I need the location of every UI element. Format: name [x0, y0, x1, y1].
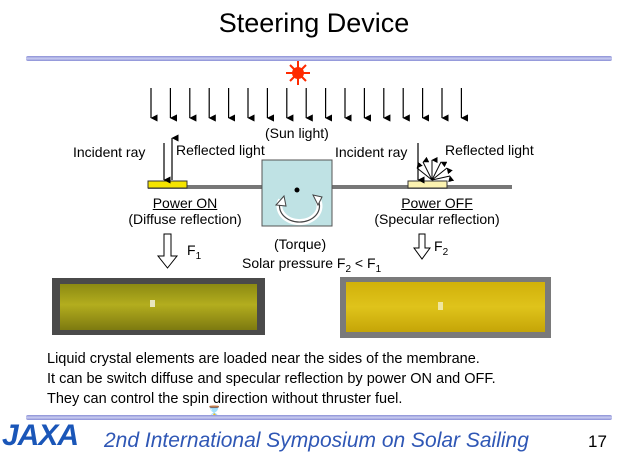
force-f2-label: F2 — [434, 238, 449, 258]
description-line: It can be switch diffuse and specular re… — [47, 371, 496, 387]
power-off-photo — [340, 277, 551, 338]
right-liquid-crystal-element — [407, 180, 448, 189]
right-reflected-label: Reflected light — [445, 142, 534, 158]
sun-light-label: (Sun light) — [265, 125, 329, 141]
top-divider — [26, 56, 612, 61]
right-scattered-arrows — [416, 156, 455, 183]
power-off-label: Power OFF — [401, 195, 473, 211]
force-arrow-f2 — [413, 233, 431, 260]
bottom-divider — [26, 415, 612, 420]
solar-pressure-label: Solar pressure F2 < F1 — [242, 255, 382, 275]
sun-icon — [286, 61, 310, 85]
force-f1-label: F1 — [187, 242, 202, 262]
left-liquid-crystal-element — [147, 180, 188, 189]
specular-reflection-label: (Specular reflection) — [374, 211, 500, 227]
right-incident-label: Incident ray — [335, 144, 408, 160]
torque-label: (Torque) — [274, 236, 327, 252]
power-on-label: Power ON — [152, 195, 218, 211]
description-line: They can control the spin direction with… — [47, 391, 403, 407]
center-dot — [294, 187, 300, 193]
torque-arrow-icon — [274, 194, 323, 226]
page-number: 17 — [588, 432, 607, 451]
description: Liquid crystal elements are loaded near … — [47, 349, 496, 409]
description-line: Liquid crystal elements are loaded near … — [47, 351, 480, 367]
page-title: Steering Device — [218, 8, 410, 38]
force-arrow-f1 — [156, 233, 179, 269]
left-power-block: Power ON (Diffuse reflection) — [110, 195, 260, 227]
steering-diagram — [147, 61, 512, 269]
diffuse-reflection-label: (Diffuse reflection) — [128, 211, 242, 227]
jaxa-logo: JAXA — [2, 419, 79, 452]
symposium-title: 2nd International Symposium on Solar Sai… — [104, 429, 529, 452]
left-incident-label: Incident ray — [73, 144, 146, 160]
right-power-block: Power OFF (Specular reflection) — [362, 195, 512, 227]
sunlight-rays — [150, 88, 468, 122]
spacecraft-body — [261, 159, 333, 227]
left-reflected-label: Reflected light — [176, 142, 265, 158]
power-on-photo — [52, 278, 265, 335]
